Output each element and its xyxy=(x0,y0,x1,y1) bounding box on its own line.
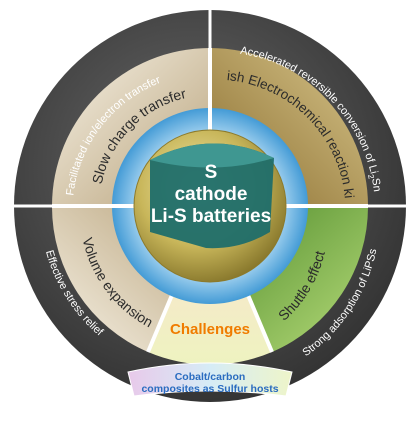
outer-dividers xyxy=(14,10,406,208)
center-label-li-s: Li-S batteries xyxy=(151,206,271,227)
banner-line-1: Cobalt/carbon xyxy=(175,371,246,383)
bottom-banner xyxy=(127,362,293,397)
center-label-cathode: cathode xyxy=(175,184,248,205)
banner-line-2: composites as Sulfur hosts xyxy=(141,383,278,395)
center-label-s: S xyxy=(205,162,218,183)
cathode-cutaway xyxy=(150,143,274,249)
cathode-cutaway-top xyxy=(150,143,274,168)
label-challenges: Challenges xyxy=(170,321,250,338)
